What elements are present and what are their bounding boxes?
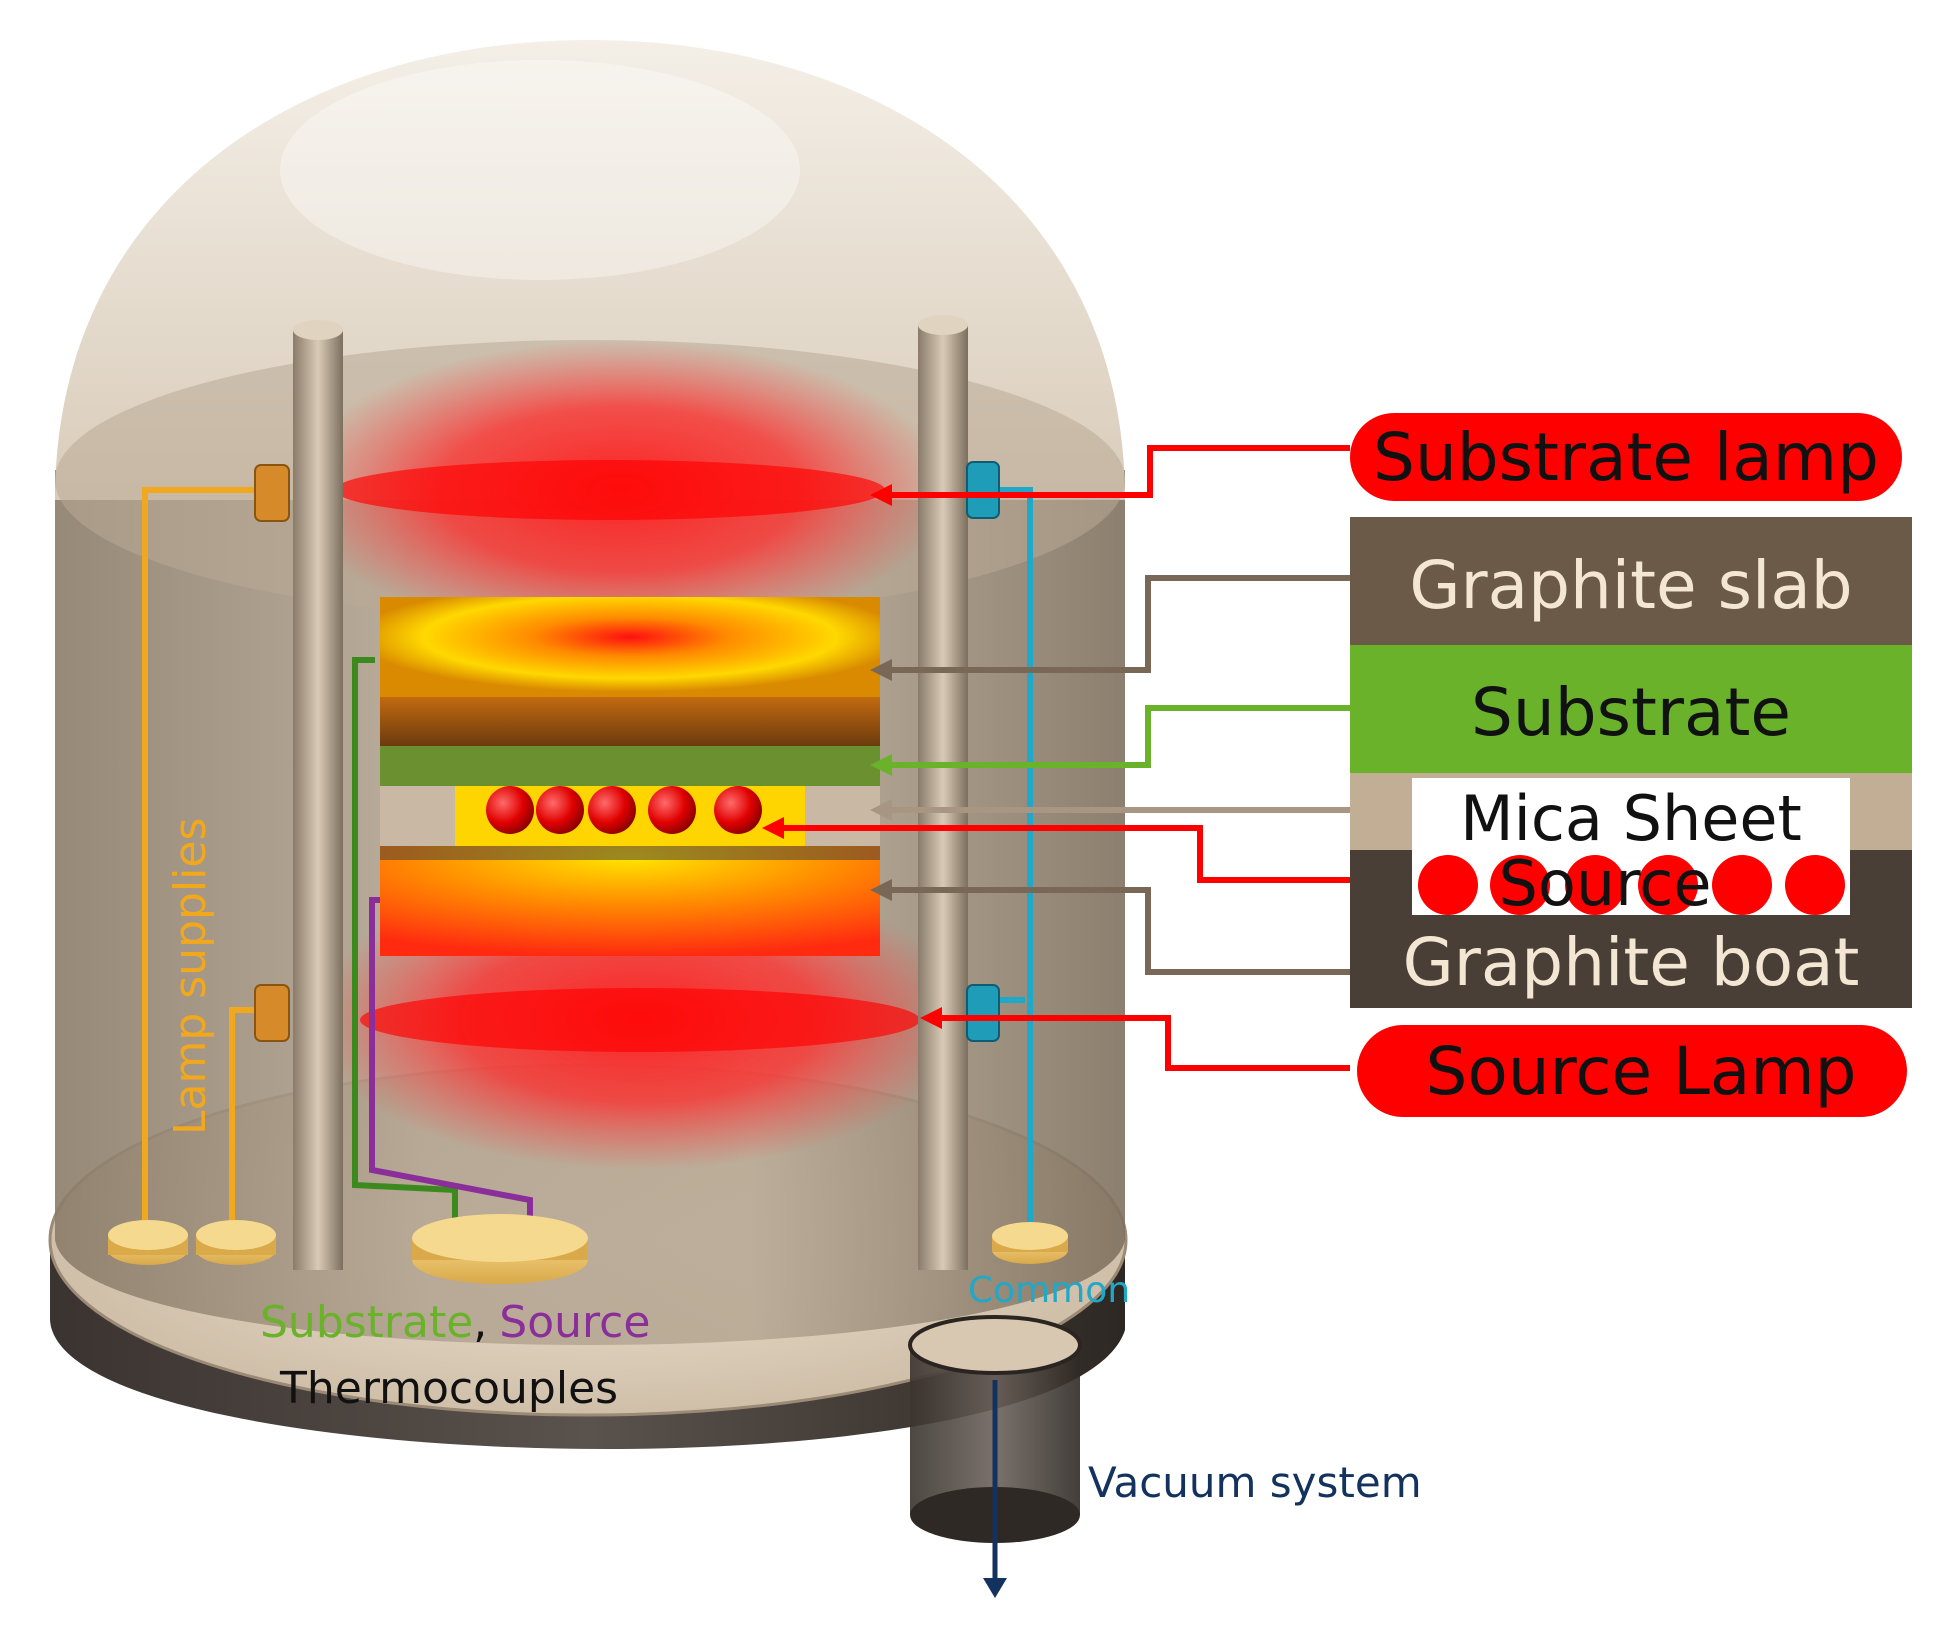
lower-lamp-connector	[254, 984, 290, 1042]
source-bead	[486, 786, 534, 834]
left-rod-cap	[293, 320, 343, 340]
upper-lamp-connector	[254, 464, 290, 522]
common-label: Common	[968, 1270, 1130, 1311]
source-label: Source	[1499, 847, 1712, 920]
mica-sheet-white	[1412, 778, 1850, 850]
common-wire	[990, 487, 1033, 1232]
graphite-boat-leader	[882, 887, 1350, 975]
graphite-boat	[380, 846, 880, 956]
thermo-substrate-text: Substrate	[260, 1297, 473, 1348]
legend-source-beads	[1418, 855, 1845, 915]
substrate-box	[1350, 645, 1912, 773]
thermocouples-label: Thermocouples	[279, 1363, 618, 1414]
legend-source-bead	[1712, 855, 1772, 915]
right-support-rod	[918, 325, 968, 1270]
source-lamp-filament	[360, 988, 920, 1052]
substrate-lamp-filament	[335, 460, 885, 520]
graphite-slab-label: Graphite slab	[1409, 547, 1852, 624]
source-bead	[714, 786, 762, 834]
graphite-slab-leader	[882, 575, 1350, 673]
substrate-lamp-pill	[1350, 413, 1902, 501]
substrate-layer	[380, 746, 880, 786]
vacuum-system-label: Vacuum system	[1088, 1458, 1422, 1507]
mica-spacer-left	[380, 786, 455, 846]
lamp-supplies-label: Lamp supplies	[165, 818, 216, 1135]
vacuum-arrow-head	[983, 1578, 1007, 1598]
lamp-supply-wires	[142, 487, 258, 1232]
mica-spacer-right	[805, 786, 880, 846]
source-lamp-pill	[1357, 1025, 1907, 1117]
thermo-comma: ,	[473, 1297, 487, 1348]
graphite-slab-box	[1350, 517, 1912, 645]
feedthrough-pads	[108, 1214, 1068, 1284]
source-bead	[588, 786, 636, 834]
source-bead	[536, 786, 584, 834]
right-rod-cap	[918, 315, 968, 335]
dome-highlight	[280, 60, 800, 280]
source-lamp-leader	[932, 1015, 1350, 1071]
graphite-boat-label: Graphite boat	[1403, 924, 1860, 1001]
leader-lines	[762, 445, 1420, 1071]
source-leader	[772, 825, 1420, 883]
source-lamp-label: Source Lamp	[1425, 1033, 1856, 1110]
legend-source-bead	[1785, 855, 1845, 915]
upper-common-connector	[966, 461, 1000, 519]
legend-source-bead	[1565, 855, 1625, 915]
graphite-slab-side	[380, 697, 880, 747]
source-thermocouple-wire	[369, 897, 533, 1235]
source-beads	[486, 786, 762, 834]
legend-source-bead	[1418, 855, 1478, 915]
graphite-boat-rim	[380, 846, 880, 860]
thermocouple-legend-line: Substrate,Source	[260, 1297, 650, 1348]
source-bead	[648, 786, 696, 834]
substrate-leader	[882, 705, 1350, 768]
legend-source-bead	[1490, 855, 1550, 915]
legend-source-bead	[1638, 855, 1698, 915]
thermo-source-text: Source	[499, 1297, 650, 1348]
substrate-label: Substrate	[1471, 674, 1791, 751]
substrate-thermocouple-wire	[352, 657, 458, 1235]
lower-common-connector	[966, 984, 1000, 1042]
substrate-lamp-label: Substrate lamp	[1373, 419, 1879, 496]
graphite-slab-top	[380, 597, 880, 697]
source-cavity-white	[1412, 850, 1850, 915]
left-support-rod	[293, 330, 343, 1270]
substrate-lamp-leader	[880, 445, 1350, 498]
mica-sheet-label: Mica Sheet	[1460, 782, 1802, 855]
